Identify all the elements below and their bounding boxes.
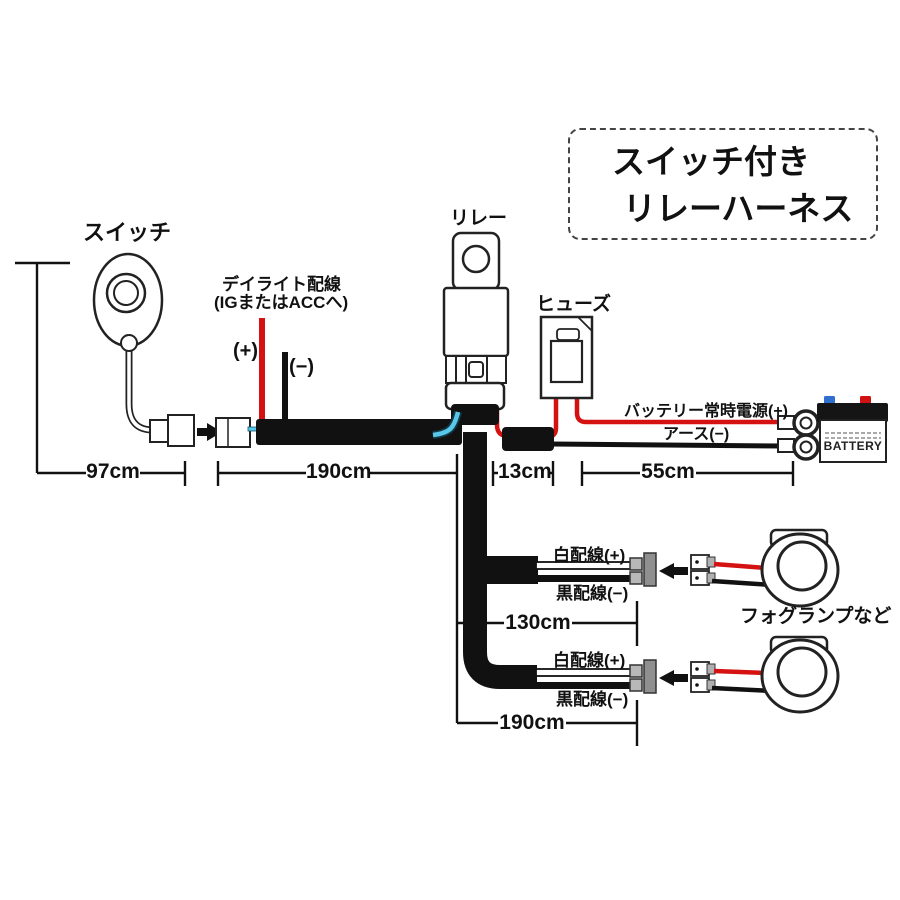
branch1-black-label: 黒配線(−) <box>556 584 629 603</box>
arrow-left-icon-2 <box>659 670 688 686</box>
daylight-minus-label: (−) <box>289 356 314 378</box>
fuse-label: ヒューズ <box>536 294 612 315</box>
ground-wire <box>551 441 783 449</box>
switch-illustration <box>92 252 164 434</box>
lamp2-connector <box>690 661 773 694</box>
lamp1-connector <box>690 554 773 588</box>
product-title-line1: スイッチ付き <box>612 143 810 180</box>
daylight-label: デイライト配線 (IGまたはACCへ) <box>214 276 348 312</box>
fog-lamp-1 <box>760 528 840 608</box>
arrow-left-icon-1 <box>659 563 688 579</box>
branch2-wires <box>535 659 657 694</box>
signal-wire-cyan <box>432 411 461 438</box>
switch-connector <box>149 414 195 447</box>
harness-connector <box>215 417 261 448</box>
trunk-harness <box>463 432 537 689</box>
branch1-white-label: 白配線(+) <box>553 546 626 565</box>
daylight-label-line1: デイライト配線 <box>222 275 341 294</box>
fog-lamp-2 <box>760 635 840 714</box>
ground-label: アース(−) <box>663 426 730 443</box>
relay-label: リレー <box>450 208 508 229</box>
ring-terminal-negative <box>777 433 820 461</box>
battery-illustration <box>817 396 888 463</box>
dim-battery-cable: 55cm <box>640 459 696 486</box>
branch2-white-label: 白配線(+) <box>553 651 626 670</box>
relay-illustration <box>442 231 510 425</box>
fuse-illustration <box>539 315 594 400</box>
branch2-black-label: 黒配線(−) <box>556 690 629 709</box>
fog-lamp-label: フォグランプなど <box>740 606 892 627</box>
branch2-black-wire <box>536 682 634 689</box>
battery-name: BATTERY <box>823 439 883 453</box>
branch1-thick <box>476 556 538 584</box>
product-title-line2: リレーハーネス <box>623 190 854 227</box>
relay-mount-hole <box>461 244 491 274</box>
battery-terminal-red <box>860 396 871 405</box>
switch-label: スイッチ <box>83 220 172 245</box>
daylight-label-line2: (IGまたはACCへ) <box>214 292 349 312</box>
daylight-negative-wire <box>282 352 288 422</box>
main-harness <box>256 419 462 445</box>
dim-relay-to-fuse: 13cm <box>498 459 552 486</box>
dim-switch-cable: 97cm <box>86 459 140 486</box>
splice-sleeve <box>502 427 554 451</box>
dim-main-cable: 190cm <box>306 459 371 486</box>
daylight-positive-wire <box>259 318 265 422</box>
arrow-right-icon <box>197 423 222 441</box>
branch1-wires <box>535 552 657 587</box>
dim-branch1: 130cm <box>504 610 572 637</box>
relay-boot <box>451 404 499 425</box>
dim-branch2: 190cm <box>498 710 566 737</box>
branch1-black-wire <box>536 575 634 582</box>
battery-terminal-blue <box>824 396 835 405</box>
product-title: スイッチ付き リレーハーネス <box>568 128 878 240</box>
battery-power-label: バッテリー常時電源(+) <box>624 403 789 420</box>
daylight-plus-label: (+) <box>233 340 258 362</box>
